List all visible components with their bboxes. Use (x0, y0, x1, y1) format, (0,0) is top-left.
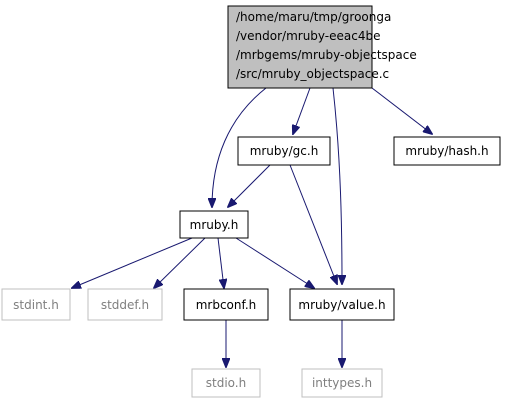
node-stddef-h-label: stddef.h (101, 298, 149, 312)
edge-root-to-value (332, 87, 342, 284)
node-stdio-h-label: stdio.h (206, 376, 246, 390)
node-mruby-hash-h[interactable]: mruby/hash.h (393, 136, 501, 166)
node-stdint-h-label: stdint.h (13, 298, 59, 312)
node-mruby-h[interactable]: mruby.h (179, 210, 249, 239)
edge-root-to-hash (371, 87, 432, 134)
node-mruby-gc-h[interactable]: mruby/gc.h (237, 136, 331, 166)
node-mruby-h-label: mruby.h (190, 218, 239, 232)
node-stdio-h[interactable]: stdio.h (191, 368, 261, 398)
node-mruby-value-h[interactable]: mruby/value.h (289, 288, 395, 321)
root-path-line-2: /vendor/mruby-eeac4be (236, 29, 381, 43)
edge-gc-to-mruby (228, 164, 271, 207)
node-stdint-h[interactable]: stdint.h (1, 288, 71, 321)
edge-mruby-to-stddef (154, 237, 206, 288)
node-stddef-h[interactable]: stddef.h (87, 288, 163, 321)
edges (72, 87, 432, 367)
node-inttypes-h-label: inttypes.h (312, 376, 372, 390)
edge-mruby-to-stdint (72, 237, 193, 288)
edge-root-to-gc (293, 87, 311, 134)
node-mruby-value-h-label: mruby/value.h (298, 298, 385, 312)
root-path-line-4: /src/mruby_objectspace.c (236, 67, 389, 81)
edge-root-to-mruby (212, 87, 267, 207)
node-mrbconf-h-label: mrbconf.h (196, 298, 257, 312)
node-inttypes-h[interactable]: inttypes.h (301, 368, 383, 398)
node-mruby-hash-h-label: mruby/hash.h (405, 144, 488, 158)
root-path-line-1: /home/maru/tmp/groonga (236, 10, 391, 24)
edge-mruby-to-mrbconf (217, 237, 224, 288)
node-mruby-gc-h-label: mruby/gc.h (250, 144, 319, 158)
node-mrbconf-h[interactable]: mrbconf.h (183, 288, 269, 321)
edge-mruby-to-value (235, 237, 314, 288)
node-root-source-file[interactable]: /home/maru/tmp/groonga /vendor/mruby-eea… (227, 5, 417, 89)
root-path-line-3: /mrbgems/mruby-objectspace (236, 48, 417, 62)
edge-gc-to-value (289, 164, 337, 284)
